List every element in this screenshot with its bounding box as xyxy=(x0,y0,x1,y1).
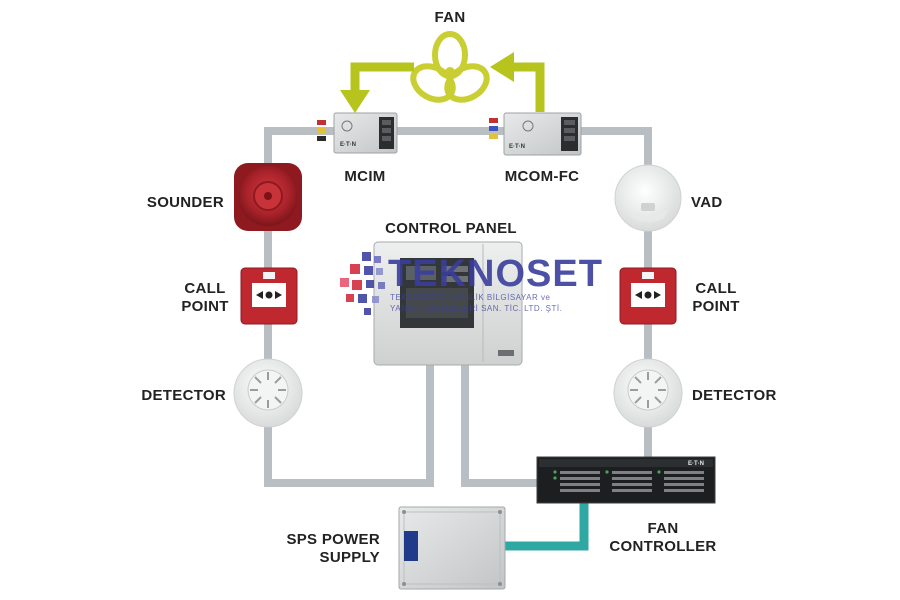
sps-label-line-2: SUPPLY xyxy=(319,549,380,566)
fan-icon xyxy=(410,31,490,103)
call-point-left-line-2: POINT xyxy=(181,298,229,315)
fan-controller-brand-text: E·T·N xyxy=(688,461,704,467)
sps-power-supply-device xyxy=(398,506,506,590)
call-point-right-line-1: CALL xyxy=(695,280,737,297)
mcim-brand-text: E·T·N xyxy=(340,142,356,148)
watermark-brand: TEKNOSET xyxy=(388,253,603,295)
sps-label-line-1: SPS POWER xyxy=(286,531,380,548)
call-point-left xyxy=(240,267,298,325)
vad-label: VAD xyxy=(691,194,723,211)
detector-left-label: DETECTOR xyxy=(141,387,226,404)
mcom-fc-label: MCOM-FC xyxy=(504,168,580,185)
mcim-label: MCIM xyxy=(344,168,386,185)
control-panel-device xyxy=(373,241,523,366)
fan-controller-label: FAN CONTROLLER xyxy=(604,520,722,556)
mcom-fc-module: E·T·N xyxy=(489,112,582,156)
call-point-right xyxy=(619,267,677,325)
detector-right xyxy=(613,358,683,428)
mcom-brand-text: E·T·N xyxy=(509,144,525,150)
vad-device xyxy=(614,164,682,232)
power-link-cable xyxy=(505,503,589,551)
panel-to-controller-wire xyxy=(461,360,538,487)
call-point-right-line-2: POINT xyxy=(692,298,740,315)
call-point-left-line-1: CALL xyxy=(184,280,226,297)
mcim-module: E·T·N xyxy=(317,112,398,154)
control-panel-label: CONTROL PANEL xyxy=(385,220,517,237)
fan-label: FAN xyxy=(434,9,466,26)
watermark-logo-mark xyxy=(340,252,385,315)
fan-controller-line-1: FAN xyxy=(647,520,679,537)
sounder-device xyxy=(234,163,302,231)
arrow-to-mcim xyxy=(340,62,414,113)
sps-power-supply-label: SPS POWER SUPPLY xyxy=(278,531,380,567)
fan-controller-device: E·T·N xyxy=(536,456,716,504)
call-point-right-label: CALL POINT xyxy=(688,280,744,316)
left-loop-wire xyxy=(264,127,434,487)
fan-controller-line-2: CONTROLLER xyxy=(609,538,717,555)
detector-right-label: DETECTOR xyxy=(692,387,777,404)
watermark-tagline-1: TEKNOSET GÜVENLİK BİLGİSAYAR ve xyxy=(390,293,550,302)
call-point-left-label: CALL POINT xyxy=(180,280,230,316)
sounder-label: SOUNDER xyxy=(146,194,224,211)
detector-left xyxy=(233,358,303,428)
watermark-tagline-2: YANGIN SİSTEMLERİ SAN. TİC. LTD. ŞTİ. xyxy=(390,304,562,313)
arrow-from-mcom xyxy=(490,52,545,112)
